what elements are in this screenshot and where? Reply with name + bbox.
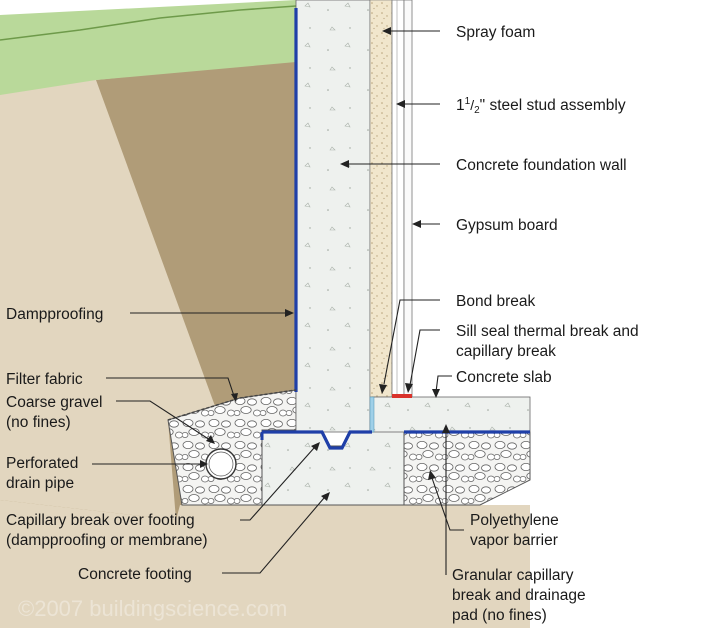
label-gypsum-board: Gypsum board [456, 217, 558, 234]
label-bond-break: Bond break [456, 293, 536, 310]
sill-seal [392, 394, 412, 398]
label-granular-3: pad (no fines) [452, 607, 547, 624]
label-concrete-slab: Concrete slab [456, 369, 552, 386]
label-granular-2: break and drainage [452, 587, 586, 604]
label-drain-pipe-2: drain pipe [6, 475, 74, 492]
label-poly-1: Polyethylene [470, 512, 559, 529]
label-drain-pipe-1: Perforated [6, 455, 78, 472]
label-coarse-gravel-2: (no fines) [6, 414, 71, 431]
label-spray-foam: Spray foam [456, 24, 535, 41]
label-sill-seal-2: capillary break [456, 343, 556, 360]
steel-stud [391, 0, 405, 398]
label-poly-2: vapor barrier [470, 532, 558, 549]
capillary-break-membrane [262, 430, 372, 450]
gypsum-board [403, 0, 413, 398]
grass [0, 0, 296, 95]
concrete-foundation-wall [295, 0, 371, 433]
label-filter-fabric: Filter fabric [6, 371, 83, 388]
drain-pipe [205, 448, 237, 480]
concrete-slab [371, 396, 531, 433]
bond-break [369, 396, 375, 433]
label-steel-stud: 11/2" steel stud assembly [456, 96, 626, 116]
label-capillary-footing-1: Capillary break over footing [6, 512, 195, 529]
grass-edge [0, 5, 297, 41]
watermark: ©2007 buildingscience.com [18, 596, 287, 621]
label-coarse-gravel-1: Coarse gravel [6, 394, 103, 411]
label-capillary-footing-2: (dampproofing or membrane) [6, 532, 208, 549]
spray-foam [369, 0, 393, 398]
leader-lines [92, 27, 464, 575]
filter-fabric [167, 389, 297, 421]
label-granular-1: Granular capillary [452, 567, 574, 584]
label-concrete-footing: Concrete footing [78, 566, 192, 583]
label-concrete-wall: Concrete foundation wall [456, 157, 627, 174]
label-dampproofing: Dampproofing [6, 306, 103, 323]
label-sill-seal-1: Sill seal thermal break and [456, 323, 639, 340]
soil-bottom [0, 500, 530, 628]
